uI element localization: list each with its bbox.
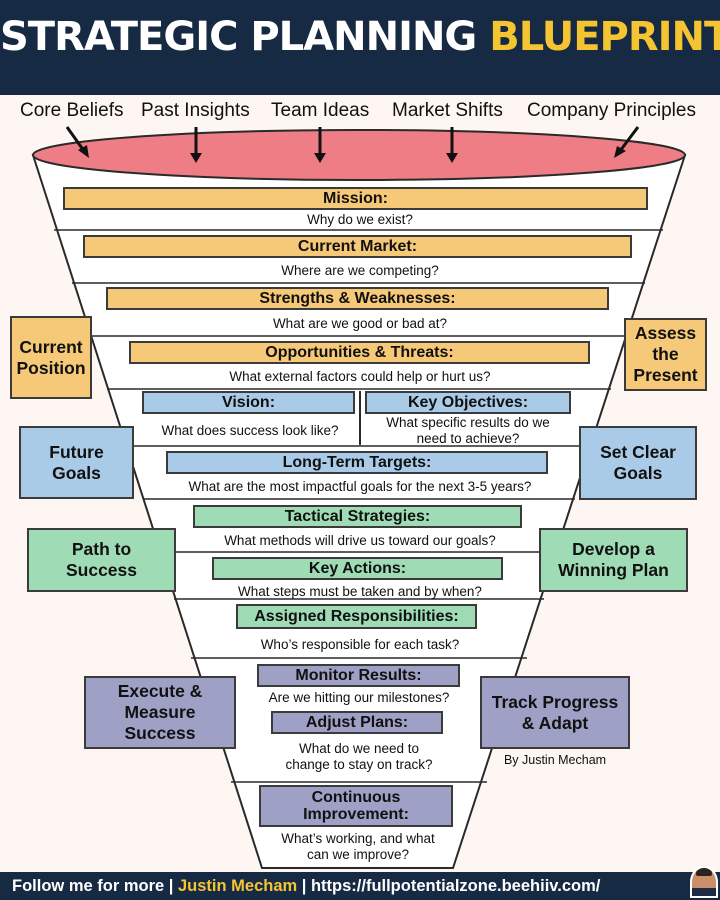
arrow-icon — [65, 126, 89, 158]
continuous-improvement-question-line2: can we improve? — [306, 847, 410, 862]
side-line: Present — [633, 365, 698, 385]
side-line: Path to — [71, 539, 132, 559]
monitor-results-question: Are we hitting our milestones? — [268, 690, 450, 705]
adjust-plans-question-line2: change to stay on track? — [285, 757, 433, 772]
side-box-track-progress: Track Progress& Adapt — [480, 676, 630, 749]
byline: By Justin Mecham — [503, 753, 607, 767]
side-line: Success — [124, 723, 196, 743]
side-line: the — [652, 344, 679, 364]
long-term-targets-bar: Long-Term Targets: — [166, 451, 548, 474]
adjust-plans-question-line1: What do we need to — [298, 741, 420, 756]
continuous-improvement-line2: Improvement: — [303, 806, 409, 823]
side-line: Position — [16, 357, 86, 378]
title-main: STRATEGIC PLANNING — [0, 14, 477, 60]
vision-bar: Vision: — [142, 391, 355, 414]
funnel-dividers — [54, 229, 663, 783]
input-core-beliefs: Core Beliefs — [20, 100, 124, 121]
input-past-insights: Past Insights — [141, 100, 250, 121]
footer-bar: Follow me for more | Justin Mecham | htt… — [0, 872, 720, 900]
key-actions-bar: Key Actions: — [212, 557, 503, 580]
arrow-icon — [314, 127, 326, 163]
arrow-icon — [190, 127, 202, 163]
side-line: Measure — [124, 702, 196, 722]
vision-objectives-divider — [359, 391, 361, 445]
assigned-responsibilities-bar: Assigned Responsibilities: — [236, 604, 477, 629]
monitor-results-bar: Monitor Results: — [257, 664, 460, 687]
avatar — [690, 866, 718, 898]
mission-bar: Mission: — [63, 187, 648, 210]
side-line: Winning Plan — [558, 560, 669, 580]
side-line: Track Progress — [491, 691, 619, 712]
side-line: Goals — [52, 462, 101, 483]
opportunities-threats-question: What external factors could help or hurt… — [229, 369, 491, 384]
mission-question: Why do we exist? — [307, 212, 413, 227]
input-market-shifts: Market Shifts — [392, 100, 503, 121]
page-title: STRATEGIC PLANNING BLUEPRINT — [0, 14, 720, 60]
side-line: Execute & — [117, 681, 203, 701]
strengths-weaknesses-question: What are we good or bad at? — [272, 316, 448, 331]
footer-author-name[interactable]: Justin Mecham — [177, 877, 298, 895]
input-arrows — [65, 126, 640, 163]
assigned-responsibilities-question: Who’s responsible for each task? — [260, 637, 460, 652]
side-line: Assess — [634, 323, 697, 343]
key-objectives-bar: Key Objectives: — [365, 391, 571, 414]
long-term-targets-question: What are the most impactful goals for th… — [188, 479, 532, 494]
arrow-icon — [446, 127, 458, 163]
strengths-weaknesses-bar: Strengths & Weaknesses: — [106, 287, 609, 310]
side-line: Develop a — [572, 539, 655, 559]
side-line: Set Clear — [600, 442, 676, 462]
adjust-plans-bar: Adjust Plans: — [271, 711, 443, 734]
key-objectives-question-line2: need to achieve? — [416, 431, 520, 446]
input-company-principles: Company Principles — [527, 100, 696, 121]
current-market-bar: Current Market: — [83, 235, 632, 258]
opportunities-threats-bar: Opportunities & Threats: — [129, 341, 590, 364]
title-highlight: BLUEPRINT — [489, 14, 720, 60]
key-actions-question: What steps must be taken and by when? — [238, 584, 482, 599]
footer-url[interactable]: | https://fullpotentialzone.beehiiv.com/ — [297, 877, 601, 895]
input-team-ideas: Team Ideas — [271, 100, 370, 121]
side-line: Current — [19, 336, 83, 357]
side-line: Goals — [613, 463, 663, 483]
footer-prefix: Follow me for more | — [12, 877, 178, 895]
key-objectives-question-line1: What specific results do we — [386, 415, 550, 430]
tactical-strategies-question: What methods will drive us toward our go… — [224, 533, 496, 548]
arrow-icon — [614, 126, 640, 158]
funnel-opening — [32, 129, 686, 181]
side-line: & Adapt — [521, 712, 589, 733]
side-line: Future — [49, 441, 104, 462]
tactical-strategies-bar: Tactical Strategies: — [193, 505, 522, 528]
current-market-question: Where are we competing? — [281, 263, 439, 278]
vision-question: What does success look like? — [161, 423, 339, 438]
continuous-improvement-line1: Continuous — [311, 789, 401, 806]
footer-text: Follow me for more | Justin Mecham | htt… — [12, 872, 600, 900]
side-line: Success — [65, 560, 138, 580]
header-banner — [0, 0, 720, 95]
continuous-improvement-question-line1: What’s working, and what — [281, 831, 435, 846]
